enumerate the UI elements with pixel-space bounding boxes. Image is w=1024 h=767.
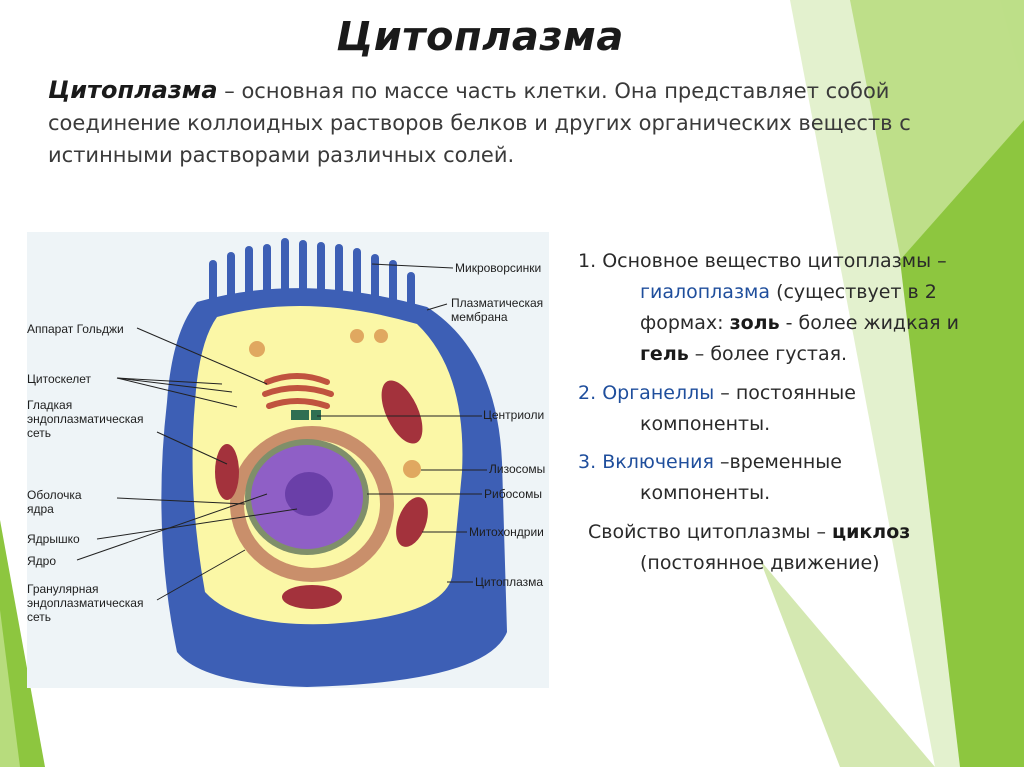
label-microvilli: Микроворсинки xyxy=(455,261,542,275)
label-lysosomes: Лизосомы xyxy=(489,462,546,476)
centriole-1 xyxy=(291,410,309,420)
lysosome-3 xyxy=(374,329,388,343)
deco-panel-green xyxy=(900,120,1024,767)
deco-wedge-bottom xyxy=(760,560,935,767)
label-cytoskeleton: Цитоскелет xyxy=(27,372,92,386)
lysosome-4 xyxy=(249,341,265,357)
label-membrane: Плазматическая мембрана xyxy=(451,296,544,324)
lysosome-1 xyxy=(403,460,421,478)
point-1-highlight: гиалоплазма xyxy=(640,281,771,303)
point-2-text: – постоянные компоненты. xyxy=(640,382,856,435)
property-text-b: (постоянное движение) xyxy=(640,552,880,574)
point-3-text: –временные компоненты. xyxy=(640,451,842,504)
point-2-number: 2. xyxy=(578,382,597,404)
label-smooth-er: Гладкая эндоплазматическая сеть xyxy=(27,398,144,440)
intro-text: – основная по массе часть клетки. Она пр… xyxy=(48,79,911,167)
points-list: 1. Основное вещество цитоплазмы – гиалоп… xyxy=(578,246,978,579)
label-nucleolus: Ядрышко xyxy=(27,532,80,546)
property-note: Свойство цитоплазмы – циклоз (постоянное… xyxy=(578,517,978,579)
label-centrioles: Центриоли xyxy=(483,408,545,422)
mitochondrion-4 xyxy=(215,444,239,500)
point-1-text-a: Основное вещество цитоплазмы – xyxy=(602,250,947,272)
label-nucleus: Ядро xyxy=(27,554,57,568)
label-granular-er: Гранулярная эндоплазматическая сеть xyxy=(27,582,144,624)
point-1-text-b: (существует в 2 формах: xyxy=(640,281,937,334)
lysosome-2 xyxy=(350,329,364,343)
nucleolus-shape xyxy=(285,472,333,516)
label-mitochondria: Митохондрии xyxy=(469,525,544,539)
point-2: 2. Органеллы – постоянные компоненты. xyxy=(578,378,978,440)
deco-wedge-left-light xyxy=(0,610,20,767)
mitochondrion-3 xyxy=(282,585,342,609)
leader-lines xyxy=(76,263,487,601)
point-1: 1. Основное вещество цитоплазмы – гиалоп… xyxy=(578,246,978,370)
label-nuclear-envelope: Оболочка ядра xyxy=(27,488,82,516)
label-golgi: Аппарат Гольджи xyxy=(27,322,124,336)
point-3-number: 3. xyxy=(578,451,597,473)
intro-paragraph: Цитоплазма – основная по массе часть кле… xyxy=(48,74,948,171)
property-bold: циклоз xyxy=(832,521,911,543)
cell-illustration xyxy=(76,238,507,687)
point-1-text-d: – более густая. xyxy=(688,343,848,365)
point-1-number: 1. xyxy=(578,250,597,272)
point-1-bold-sol: золь xyxy=(729,312,780,334)
slide-title: Цитоплазма xyxy=(336,14,624,60)
point-3-highlight: Включения xyxy=(602,451,714,473)
golgi-shape xyxy=(262,373,334,409)
property-text-a: Свойство цитоплазмы – xyxy=(588,521,833,543)
label-cytoplasm: Цитоплазма xyxy=(475,575,544,589)
label-ribosomes: Рибосомы xyxy=(484,487,542,501)
point-1-bold-gel: гель xyxy=(640,343,689,365)
centriole-2 xyxy=(311,410,321,420)
mitochondrion-1 xyxy=(381,380,423,444)
mitochondrion-2 xyxy=(396,497,428,547)
cell-diagram: Микроворсинки Плазматическая мембрана Ап… xyxy=(27,232,549,688)
point-2-highlight: Органеллы xyxy=(602,382,715,404)
point-1-text-c: - более жидкая и xyxy=(779,312,960,334)
point-3: 3. Включения –временные компоненты. xyxy=(578,447,978,509)
intro-term: Цитоплазма xyxy=(48,76,218,104)
